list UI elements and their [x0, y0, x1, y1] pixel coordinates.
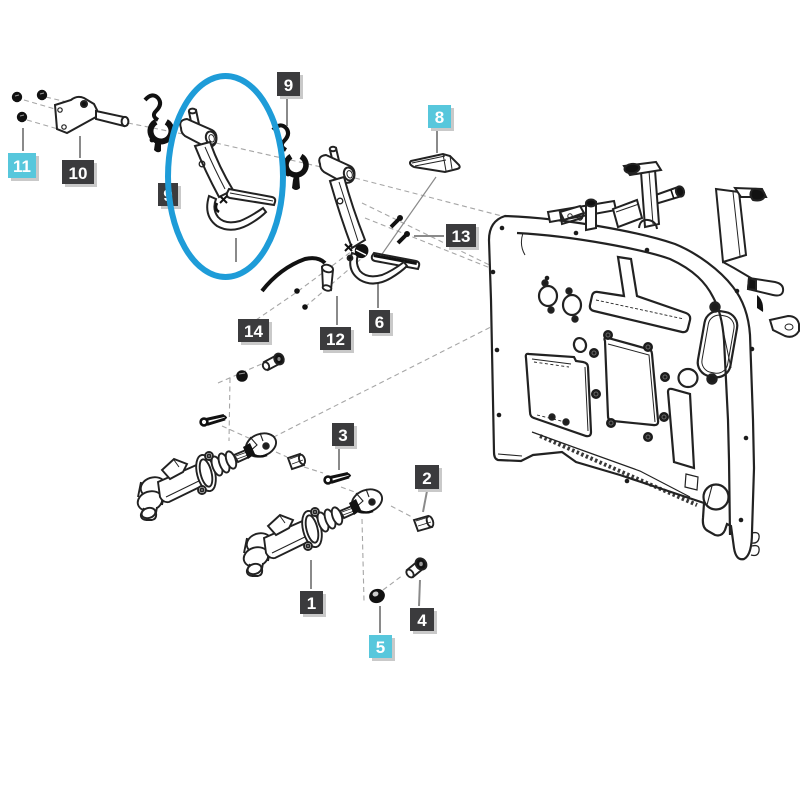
svg-text:8: 8: [435, 108, 444, 127]
svg-text:1: 1: [307, 594, 316, 613]
svg-text:5: 5: [376, 638, 385, 657]
svg-text:12: 12: [326, 330, 345, 349]
svg-text:6: 6: [375, 313, 384, 332]
svg-text:9: 9: [284, 76, 293, 95]
svg-text:10: 10: [69, 164, 88, 183]
svg-text:3: 3: [338, 426, 347, 445]
svg-text:11: 11: [13, 157, 31, 176]
svg-text:2: 2: [422, 469, 431, 488]
svg-text:13: 13: [452, 227, 471, 246]
svg-text:14: 14: [244, 322, 263, 341]
svg-text:4: 4: [417, 611, 427, 630]
